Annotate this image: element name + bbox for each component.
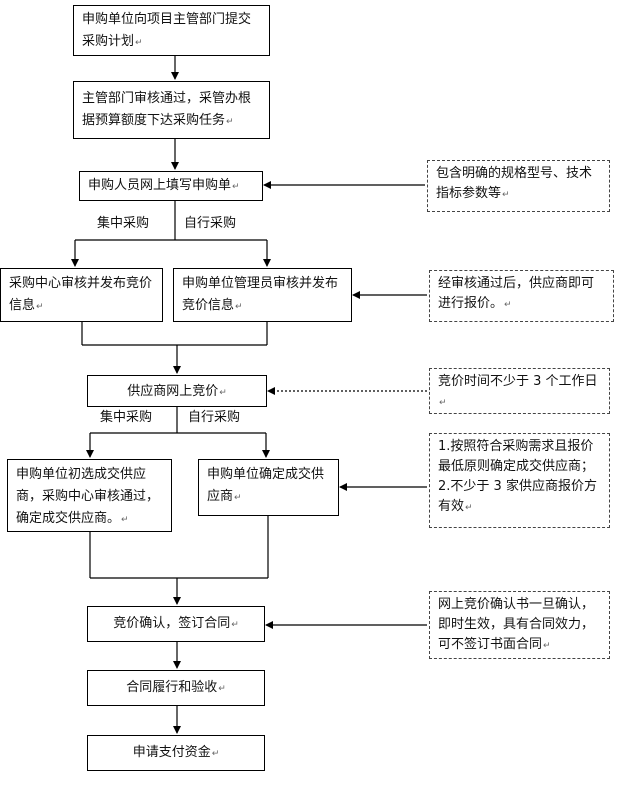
step-supplier-bidding: 供应商网上竞价↵: [87, 375, 267, 407]
step-central-publish: 采购中心审核并发布竞价信息↵: [0, 268, 163, 322]
branch-label-central-1: 集中采购: [97, 216, 150, 231]
note-requisition-specs: 包含明确的规格型号、技术指标参数等↵: [427, 160, 610, 212]
step-unit-confirm-supplier: 申购单位确定成交供应商↵: [198, 459, 339, 516]
note-selection-rules: 1.按照符合采购需求且报价最低原则确定成交供应商；2.不少于 3 家供应商报价方…: [429, 433, 610, 528]
note-quote-after-approval: 经审核通过后，供应商即可进行报价。↵: [429, 270, 614, 322]
note-confirmation-effect: 网上竞价确认书一旦确认，即时生效，具有合同效力，可不签订书面合同↵: [429, 591, 610, 659]
branch-label-central-2: 集中采购: [100, 410, 153, 425]
step-contract-acceptance: 合同履行和验收↵: [87, 670, 265, 706]
step-submit-plan: 申购单位向项目主管部门提交采购计划↵: [73, 5, 270, 56]
step-unit-admin-publish: 申购单位管理员审核并发布竞价信息↵: [173, 268, 352, 322]
step-confirm-contract: 竞价确认，签订合同↵: [87, 606, 265, 642]
step-approve-task: 主管部门审核通过，采管办根据预算额度下达采购任务↵: [73, 81, 270, 139]
branch-label-self-1: 自行采购: [184, 216, 237, 231]
step-apply-payment: 申请支付资金↵: [87, 735, 265, 771]
note-bidding-duration: 竞价时间不少于 3 个工作日↵: [429, 368, 610, 414]
branch-label-self-2: 自行采购: [188, 410, 241, 425]
step-fill-requisition: 申购人员网上填写申购单↵: [79, 171, 263, 201]
step-central-confirm-supplier: 申购单位初选成交供应商，采购中心审核通过，确定成交供应商。↵: [7, 459, 172, 532]
